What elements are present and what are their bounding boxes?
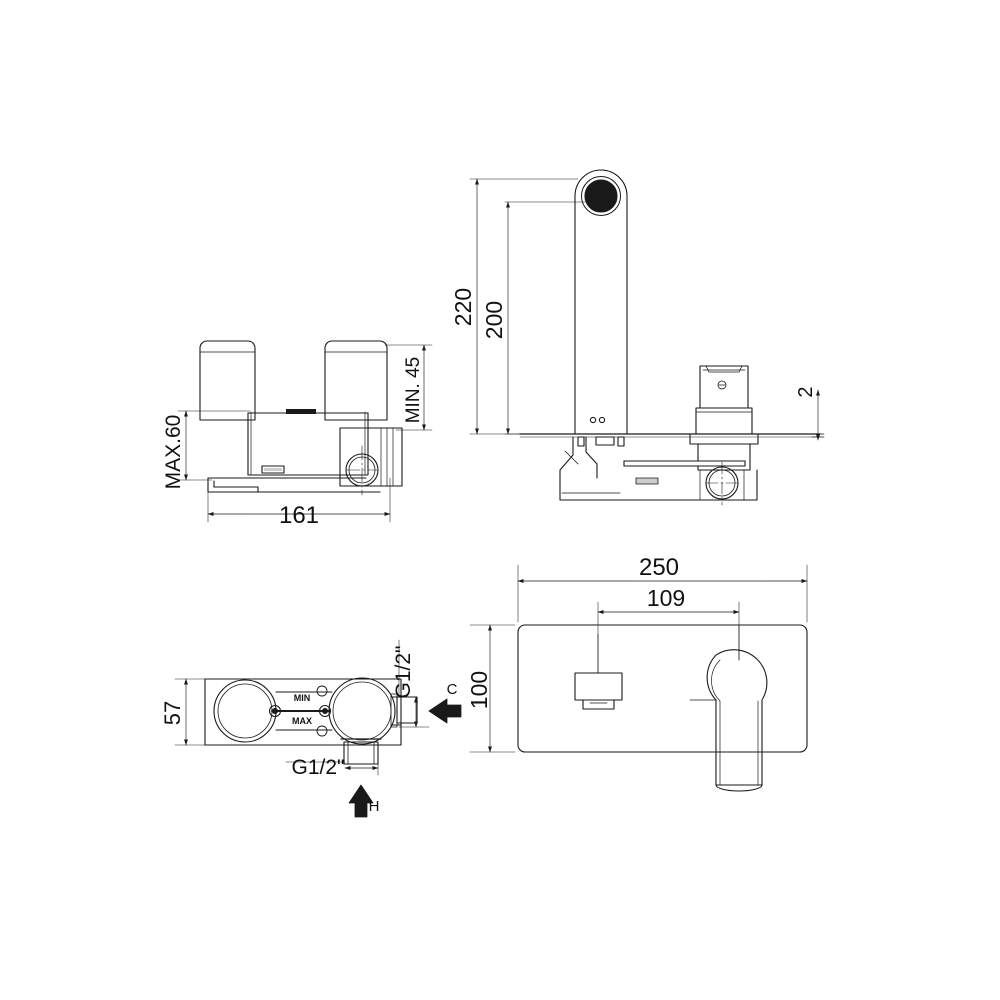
dimension-250 — [517, 564, 808, 623]
label-220: 220 — [450, 288, 476, 326]
view-bottom-left — [174, 639, 462, 818]
dimension-min45 — [384, 344, 433, 431]
label-max-mark: MAX — [292, 716, 312, 726]
label-57: 57 — [160, 701, 185, 725]
trim-plate-outline — [517, 624, 808, 753]
label-min-mark: MIN — [294, 693, 311, 703]
dimension-g12-cold — [398, 639, 430, 728]
dimension-2 — [811, 389, 825, 441]
dimension-57 — [174, 678, 209, 746]
dimension-200 — [504, 201, 586, 435]
right-spout-stem — [324, 340, 388, 421]
label-g12-hot: G1/2" — [292, 756, 345, 779]
cartridge-column — [689, 365, 759, 471]
cold-flow-arrow — [428, 698, 462, 724]
label-109: 109 — [647, 585, 685, 611]
label-100: 100 — [466, 671, 492, 709]
label-cold-arrow: C — [447, 681, 458, 698]
lever-handle — [689, 624, 768, 792]
dimension-max60 — [177, 410, 251, 481]
escutcheon-plate-line — [519, 433, 821, 438]
view-top-left — [177, 340, 433, 523]
body-plan-outline — [204, 677, 418, 765]
hot-flow-arrow — [348, 784, 374, 818]
dimension-109 — [597, 601, 740, 674]
label-max60: MAX.60 — [162, 415, 185, 490]
spout-column — [574, 169, 628, 435]
concealed-body-section — [559, 436, 758, 506]
view-top-right — [469, 169, 825, 506]
label-161: 161 — [279, 502, 319, 529]
label-min45: MIN. 45 — [403, 357, 424, 424]
left-handle-stem — [199, 340, 256, 421]
label-2: 2 — [795, 386, 817, 397]
valve-housing-right — [339, 427, 403, 496]
dimension-100 — [469, 624, 516, 753]
view-bottom-right — [469, 564, 808, 792]
label-200: 200 — [481, 301, 507, 339]
dimension-161 — [207, 477, 391, 523]
spout-outlet-body — [574, 633, 623, 710]
label-g12-cold: G1/2" — [392, 646, 415, 699]
dimension-g12-hot — [285, 744, 379, 776]
concealed-body-block — [247, 409, 369, 476]
label-250: 250 — [639, 554, 679, 581]
label-hot-arrow: H — [369, 798, 380, 815]
